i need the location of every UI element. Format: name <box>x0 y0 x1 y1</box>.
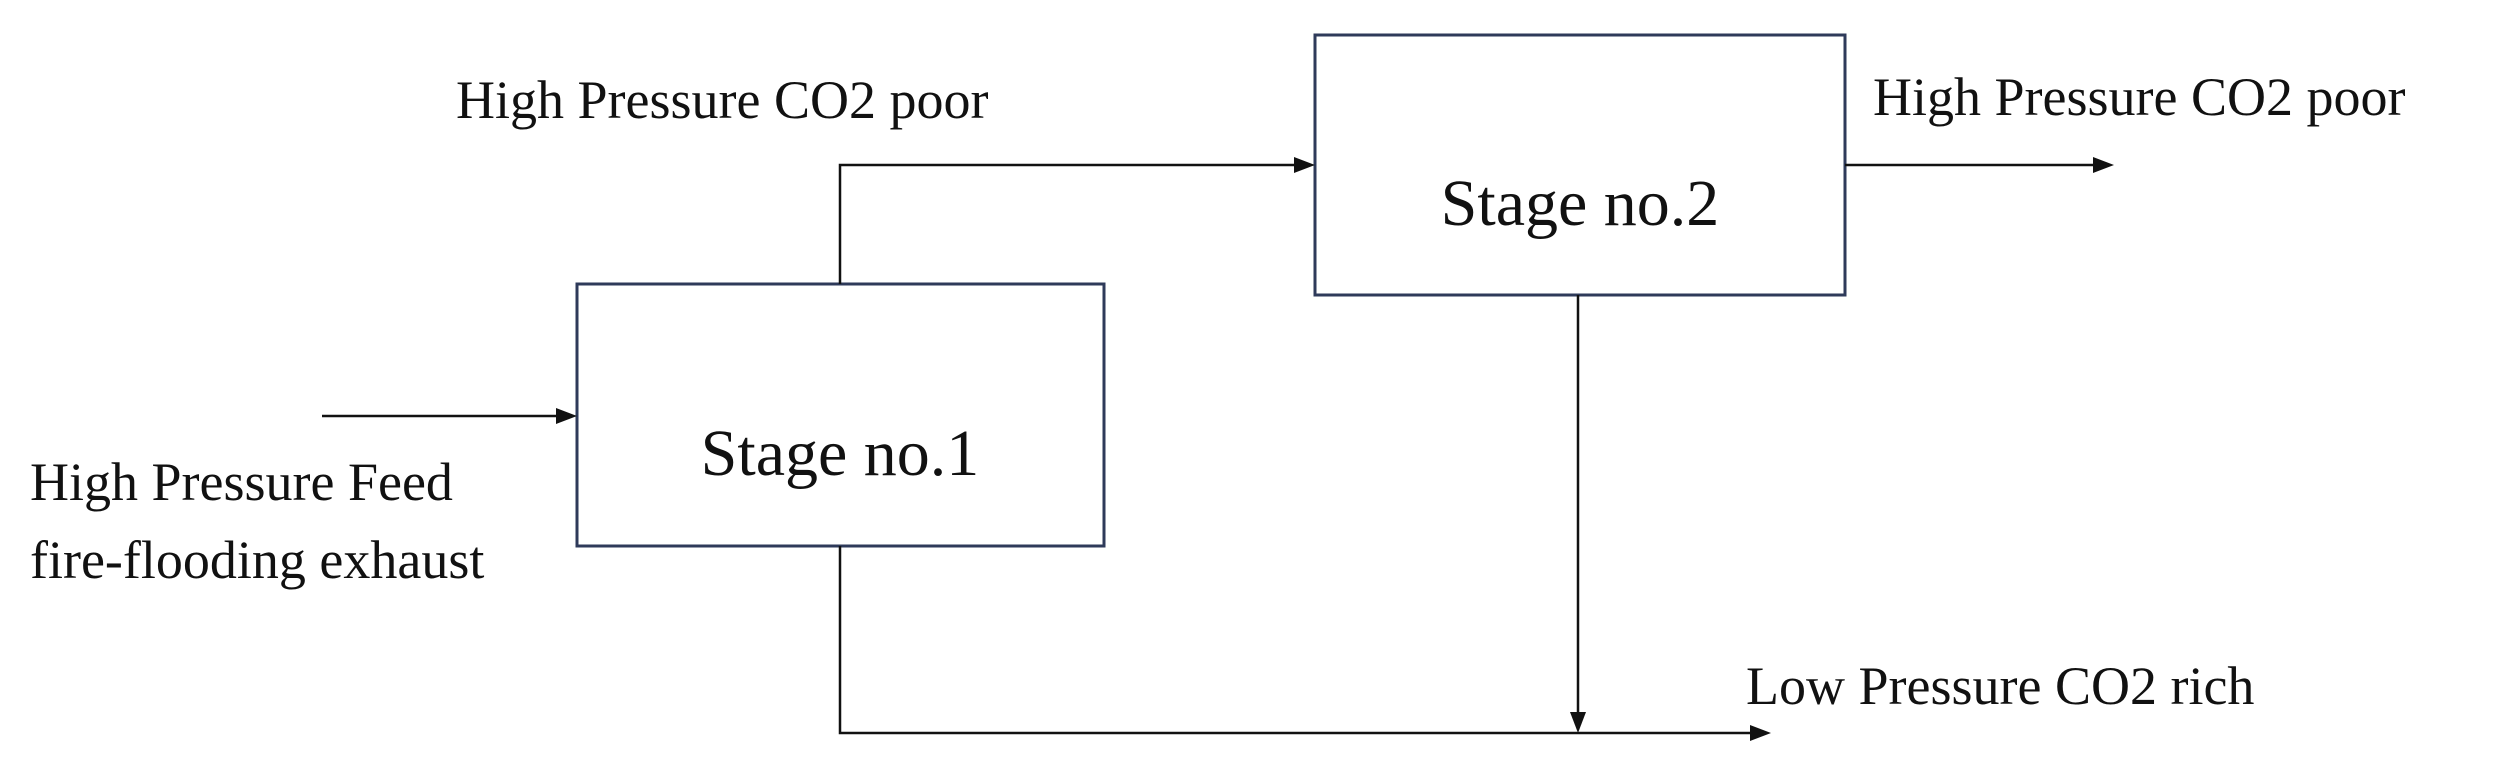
feed-stream-label-line2: fire-flooding exhaust <box>30 530 484 590</box>
stage-1-label: Stage no.1 <box>701 417 980 490</box>
stage-2-permeate-arrow <box>1570 295 1586 733</box>
stage-2-permeate-arrowhead <box>1570 712 1586 733</box>
product-arrowhead <box>2093 157 2114 173</box>
permeate-arrowhead <box>1750 725 1771 741</box>
stage-2-box <box>1313 33 1847 297</box>
permeate-arrow <box>838 546 1771 741</box>
feed-arrow <box>322 408 577 424</box>
stage-2-label: Stage no.2 <box>1441 167 1720 240</box>
feed-arrowhead <box>556 408 577 424</box>
stage-1-box <box>575 282 1106 548</box>
stage-2: Stage no.2 <box>1313 33 1847 297</box>
feed-stream-label-line1: High Pressure Feed <box>30 452 453 512</box>
permeate-line <box>838 546 1754 735</box>
intermediate-line <box>838 163 1298 284</box>
intermediate-stream-label: High Pressure CO2 poor <box>456 70 988 130</box>
intermediate-arrow <box>838 157 1315 284</box>
stage-1: Stage no.1 <box>575 282 1106 548</box>
permeate-stream-label: Low Pressure CO2 rich <box>1746 656 2254 716</box>
intermediate-arrowhead <box>1294 157 1315 173</box>
product-stream-label: High Pressure CO2 poor <box>1873 67 2405 127</box>
product-arrow <box>1845 157 2114 173</box>
